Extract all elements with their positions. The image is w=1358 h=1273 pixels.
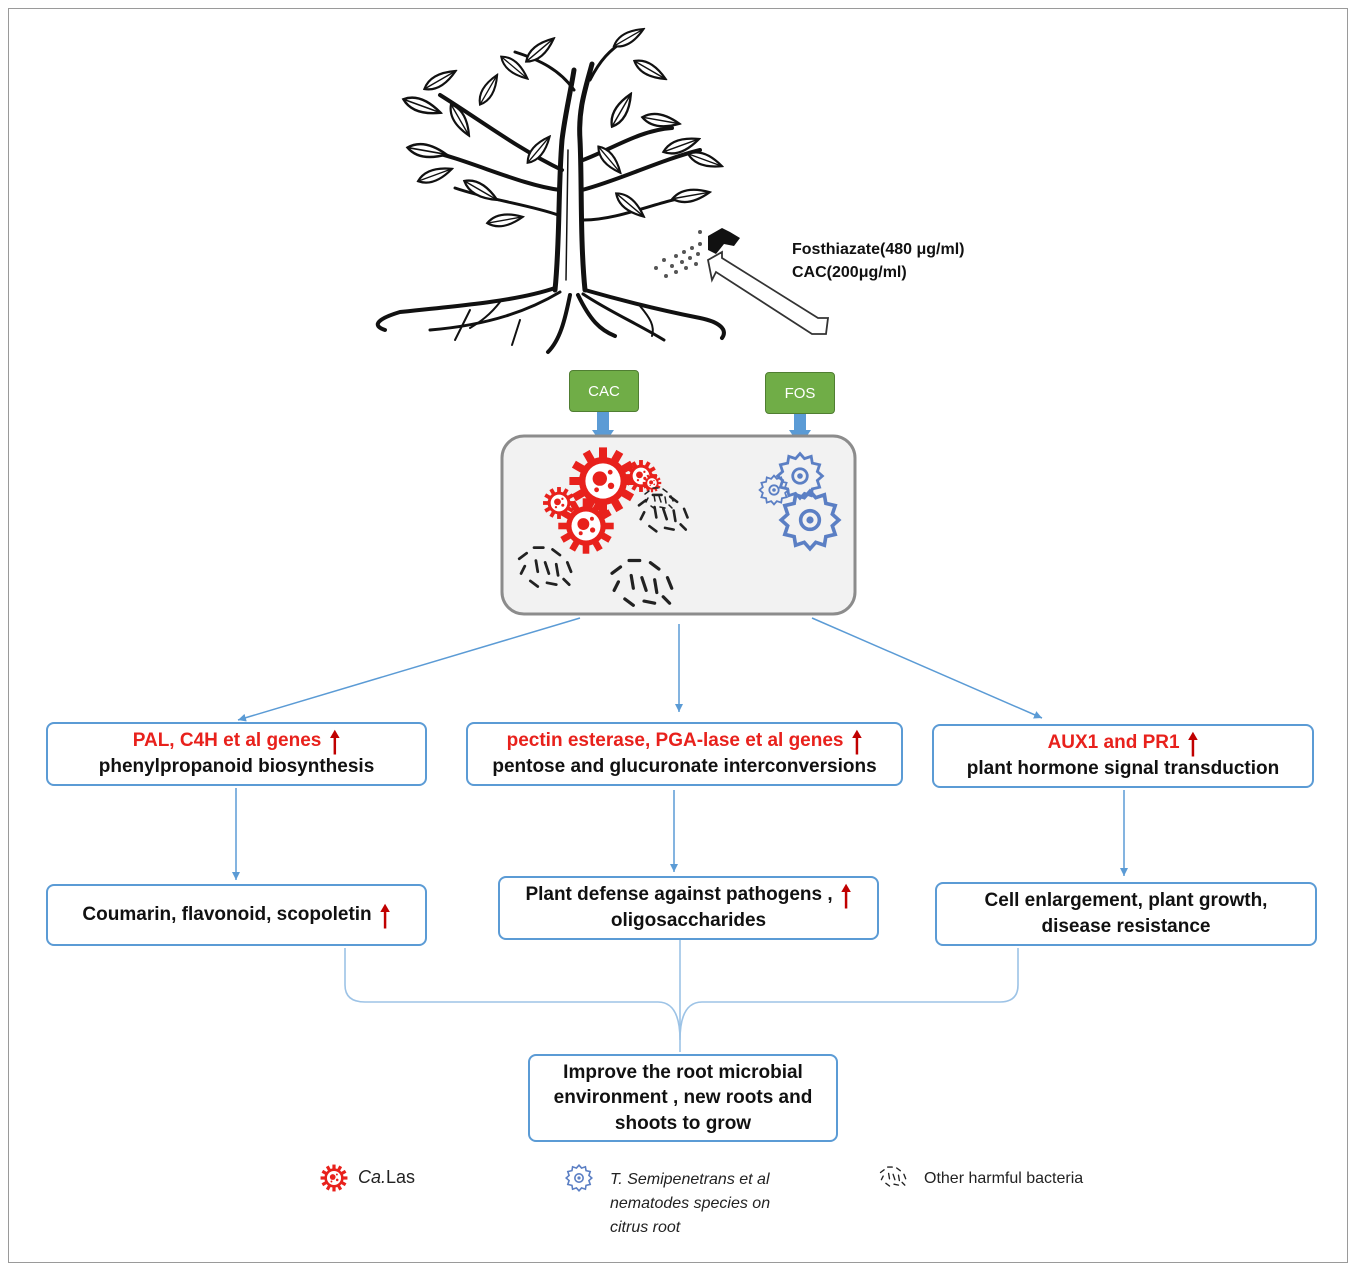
pathway-name-1: phenylpropanoid biosynthesis xyxy=(98,756,375,777)
effect-text-1: Coumarin, flavonoid, scopoletin xyxy=(82,904,372,926)
pathway-box-phenylpropanoid: PAL, C4H et al genes 🠑 phenylpropanoid b… xyxy=(46,722,427,786)
legend-calas-italic: Ca. xyxy=(358,1167,387,1187)
cac-arrow-shaft xyxy=(597,410,609,432)
pathway-genes-2: pectin esterase, PGA-lase et al genes xyxy=(506,730,844,752)
effect-text-2b: oligosaccharides xyxy=(610,910,767,931)
effect-text-3b: disease resistance xyxy=(1041,916,1211,937)
pathway-genes-3: AUX1 and PR1 xyxy=(1047,732,1180,754)
fos-agent-box: FOS xyxy=(765,372,835,414)
outcome-line-1: Improve the root microbial xyxy=(563,1061,803,1083)
legend-nematode-line-1: T. Semipenetrans et al xyxy=(610,1171,770,1188)
outcome-line-3: shoots to grow xyxy=(614,1112,752,1134)
pathway-box-hormone: AUX1 and PR1 🠑 plant hormone signal tran… xyxy=(932,724,1314,788)
pathway-genes-1: PAL, C4H et al genes xyxy=(132,730,322,752)
spray-line-1: Fosthiazate(480 μg/ml) xyxy=(792,241,965,258)
figure-frame xyxy=(8,8,1348,1263)
spray-line-2: CAC(200μg/ml) xyxy=(792,264,907,282)
legend-nematode-line-2: nematodes species on xyxy=(610,1195,771,1212)
legend-calas-rest: Las xyxy=(386,1167,416,1187)
increase-arrow-icon: 🠑 xyxy=(1187,729,1199,763)
increase-arrow-icon: 🠑 xyxy=(840,881,852,915)
increase-arrow-icon: 🠑 xyxy=(379,900,391,934)
calas-legend-icon xyxy=(320,1164,348,1192)
connector-right xyxy=(811,617,1043,719)
increase-arrow-icon: 🠑 xyxy=(329,727,341,761)
nematode-legend-icon xyxy=(565,1164,593,1192)
pathway-name-2: pentose and glucuronate interconversions xyxy=(492,756,877,777)
effect-box-growth: Cell enlargement, plant growth, disease … xyxy=(935,882,1317,946)
effect-text-3a: Cell enlargement, plant growth, xyxy=(984,890,1268,912)
outcome-line-2: environment , new roots and xyxy=(553,1087,813,1109)
connector-left xyxy=(237,617,581,722)
spray-label: Fosthiazate(480 μg/ml) CAC(200μg/ml) xyxy=(792,238,965,284)
effect-box-defense: Plant defense against pathogens , 🠑 olig… xyxy=(498,876,879,940)
legend-bacteria: Other harmful bacteria xyxy=(924,1170,1084,1187)
legend-nematode-line-3: citrus root xyxy=(610,1219,681,1236)
pathway-name-3: plant hormone signal transduction xyxy=(966,758,1280,779)
outcome-box: Improve the root microbial environment ,… xyxy=(528,1054,838,1142)
pathway-box-pentose: pectin esterase, PGA-lase et al genes 🠑 … xyxy=(466,722,903,786)
effect-box-metabolites: Coumarin, flavonoid, scopoletin 🠑 xyxy=(46,884,427,946)
brace-connector xyxy=(344,948,1019,1041)
effect-text-2a: Plant defense against pathogens , xyxy=(525,884,833,906)
cac-agent-box: CAC xyxy=(569,370,639,412)
bacteria-legend-icon xyxy=(879,1166,907,1187)
legend-calas: Ca.Las xyxy=(358,1164,415,1191)
increase-arrow-icon: 🠑 xyxy=(851,727,863,761)
legend-nematode: T. Semipenetrans et al nematodes species… xyxy=(610,1168,770,1240)
fos-arrow-shaft xyxy=(794,410,806,432)
sprayer-icon xyxy=(654,228,830,335)
